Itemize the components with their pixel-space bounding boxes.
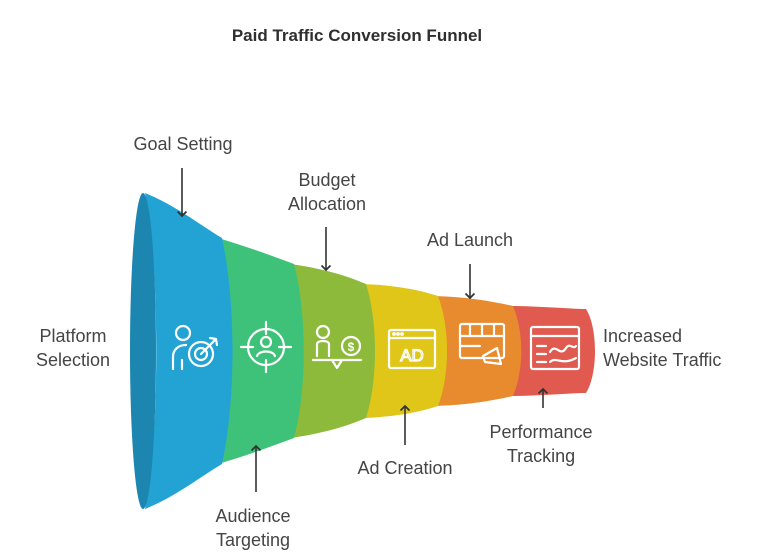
label-line: Targeting [215,530,291,550]
label-line: Goal Setting [133,134,233,154]
label-budget-allocation: Budget Allocation [272,168,382,216]
label-line: Tracking [506,446,576,466]
performance-chart-icon [529,325,581,371]
label-line: Platform [39,326,107,346]
label-line: Ad Creation [357,458,453,478]
funnel-segment-audience-targeting [218,238,304,464]
label-line: Budget [298,170,356,190]
label-audience-targeting: Audience Targeting [198,504,308,552]
label-line: Website Traffic [603,350,722,370]
label-line: Performance [489,422,593,442]
ad-launch-megaphone-icon [458,322,506,366]
diagram-title: Paid Traffic Conversion Funnel [231,26,483,45]
funnel-segment-goal-setting [130,193,233,509]
label-line: Ad Launch [426,230,514,250]
label-line: Increased [603,326,683,346]
label-platform-selection: Platform Selection [18,324,128,372]
label-increased-website-traffic: Increased Website Traffic [603,324,743,372]
budget-balance-icon [311,324,363,370]
ad-window-icon [387,328,437,370]
dollar-icon-text: $ [348,340,355,354]
label-line: Audience [215,506,291,526]
label-line: Allocation [287,194,367,214]
label-performance-tracking: Performance Tracking [476,420,606,468]
audience-target-icon [239,320,293,374]
label-goal-setting: Goal Setting [113,132,253,156]
goal-setting-icon [171,324,219,371]
label-ad-creation: Ad Creation [340,456,470,480]
funnel-segment-ad-launch [434,296,522,406]
label-line: Selection [35,350,111,370]
funnel-segment-ad-creation [362,284,447,418]
funnel-segment-budget-allocation [290,264,375,438]
label-ad-launch: Ad Launch [410,228,530,252]
ad-icon-text: AD [400,346,424,365]
